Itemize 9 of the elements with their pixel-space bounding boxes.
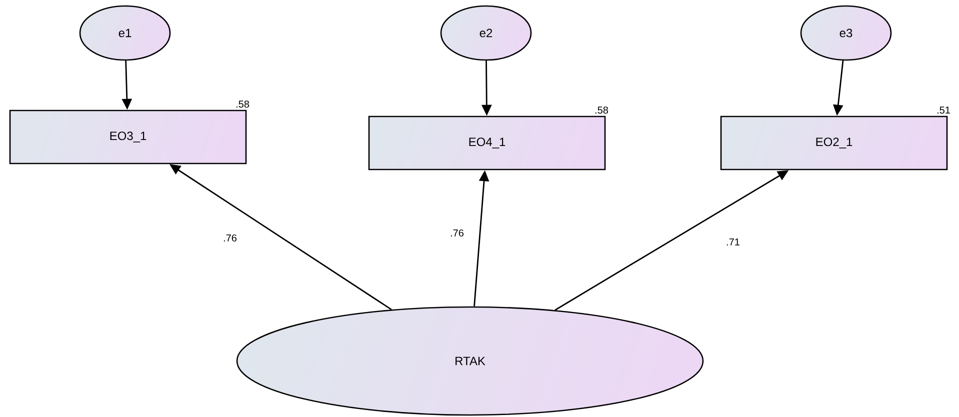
edge-label: .76 [450, 229, 464, 237]
edge-label: .71 [726, 238, 740, 246]
variable-box: EO2_1 [720, 116, 948, 170]
edge-label: .76 [224, 234, 237, 242]
variable-box: EO3_1 [9, 110, 247, 164]
variance-label: .58 [236, 100, 250, 108]
variance-label: .51 [937, 106, 950, 114]
variable-box: EO4_1 [368, 116, 606, 170]
variance-label: .58 [595, 106, 608, 114]
